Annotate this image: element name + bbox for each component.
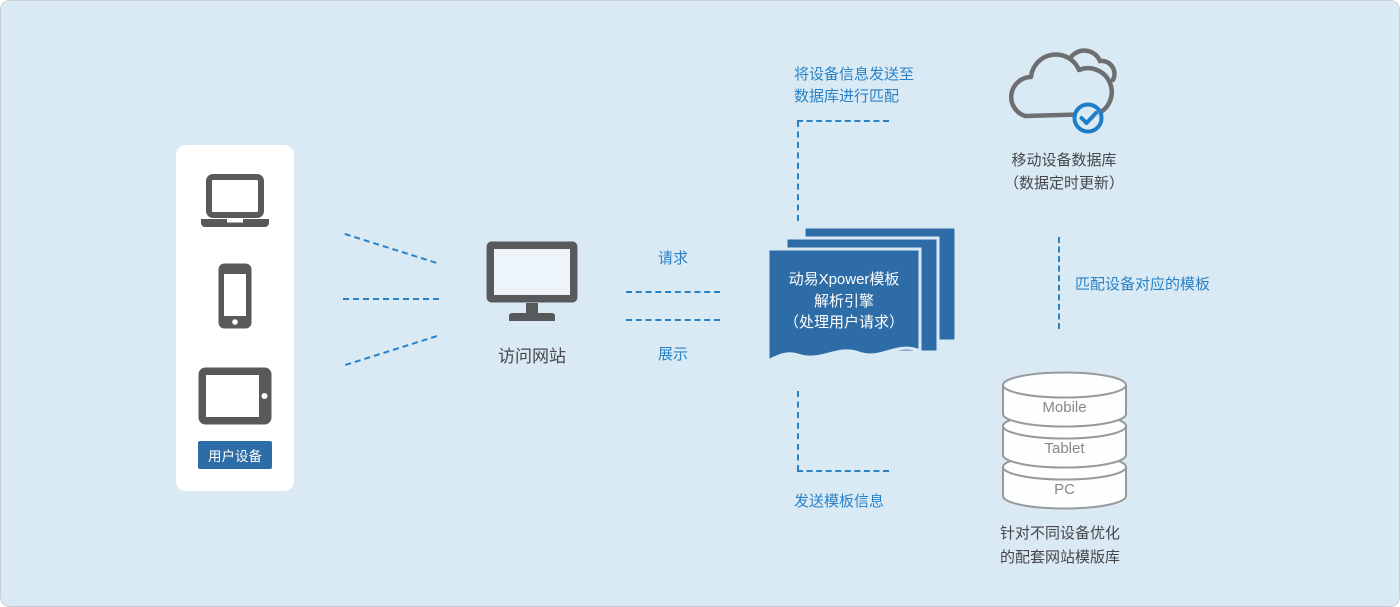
engine-title-line1: 动易Xpower模板: [788, 271, 900, 288]
tablet-icon: [198, 367, 272, 430]
match-template-label: 匹配设备对应的模板: [1075, 276, 1211, 293]
connector-cloud-horizontal: [797, 120, 889, 122]
send-device-info-label: 将设备信息发送至 数据库进行匹配: [794, 64, 954, 108]
engine-title-line3: （处理用户请求）: [783, 314, 904, 331]
template-library-caption-line2: 的配套网站模版库: [1000, 549, 1121, 566]
check-circle: [1072, 102, 1104, 134]
connector-devices-monitor-bottom: [345, 335, 438, 366]
connector-template-vertical: [797, 391, 799, 471]
laptop-icon: [201, 173, 269, 234]
user-devices-card: 用户设备: [176, 145, 294, 491]
monitor-icon: [486, 241, 578, 328]
cloud-caption-line2: （数据定时更新）: [1003, 175, 1124, 192]
smartphone-icon: [218, 263, 252, 334]
website-label: 访问网站: [498, 347, 566, 366]
engine-title-line2: 解析引擎: [813, 292, 874, 310]
user-devices-badge: 用户设备: [198, 441, 272, 469]
cylinder-label-pc: PC: [1054, 481, 1075, 498]
cloud-caption: 移动设备数据库 （数据定时更新）: [994, 149, 1134, 195]
template-library-caption: 针对不同设备优化 的配套网站模版库: [1000, 522, 1150, 570]
engine-title: 动易Xpower模板 解析引擎 （处理用户请求）: [768, 269, 920, 334]
template-library-caption-line1: 针对不同设备优化: [1000, 525, 1121, 542]
connector-devices-monitor-top: [344, 233, 437, 264]
send-device-info-line2: 数据库进行匹配: [794, 88, 900, 105]
engine-shape: [766, 225, 958, 384]
connector-devices-monitor-middle: [343, 298, 439, 300]
send-device-info-line1: 将设备信息发送至: [794, 66, 915, 83]
cylinder-label-tablet: Tablet: [1044, 440, 1085, 457]
cloud-caption-line1: 移动设备数据库: [1011, 152, 1117, 169]
cloud-check-icon: [1001, 34, 1119, 141]
connector-match-vertical: [1058, 237, 1060, 329]
display-label: 展示: [657, 346, 688, 363]
request-label: 请求: [657, 250, 688, 267]
connector-request-line: [626, 291, 720, 293]
database-cylinders-icon: [1001, 370, 1128, 517]
connector-display-line: [626, 319, 720, 321]
send-template-label: 发送模板信息: [794, 493, 885, 510]
connector-cloud-vertical: [797, 121, 799, 221]
connector-template-horizontal: [797, 470, 889, 472]
cylinder-label-mobile: Mobile: [1042, 399, 1087, 416]
